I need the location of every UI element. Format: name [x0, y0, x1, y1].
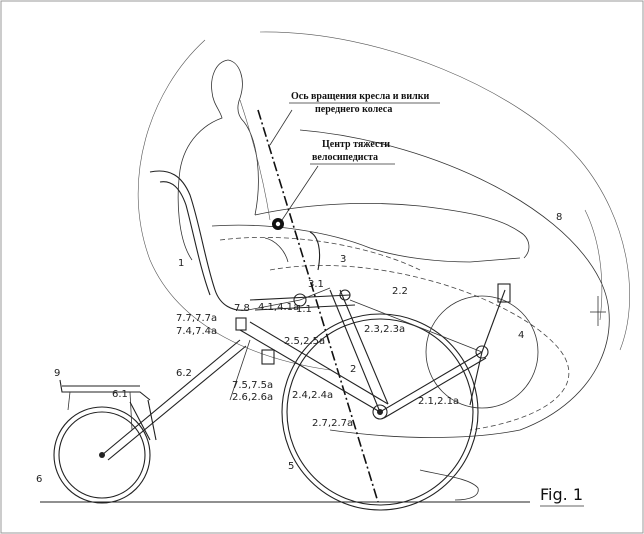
motion-arcs: [137, 31, 630, 438]
chainring: [425, 283, 539, 409]
label-seat-bracket: 1.1: [296, 304, 312, 315]
label-small-wheel-6: 6: [36, 474, 42, 485]
label-link-7-7: 7.7,7.7a: [176, 313, 217, 324]
crosshair-mark: [590, 296, 606, 326]
label-boom-6-1: 6.1: [112, 389, 128, 400]
ground-shadow: [419, 469, 479, 501]
front-rack: [59, 379, 157, 441]
label-boom-6-2: 6.2: [176, 368, 192, 379]
label-front-fork-5: 5: [288, 461, 294, 472]
label-frame-2-6: 2.6,2.6a: [232, 392, 273, 403]
label-seat: 1: [178, 258, 184, 269]
center-of-gravity-caption-line1: Центр тяжести: [322, 139, 390, 150]
label-frame-3: 3: [340, 254, 346, 265]
center-of-gravity-caption-line2: велосипедиста: [312, 152, 378, 163]
seat: [149, 170, 331, 311]
rider-outline: [177, 59, 530, 263]
figure-label: Fig. 1: [540, 485, 583, 504]
label-chainring-4: 4: [518, 330, 524, 341]
label-frame-2-4: 2.4,2.4a: [292, 390, 333, 401]
label-frame-2: 2: [350, 364, 356, 375]
label-frame-2-7: 2.7,2.7a: [312, 418, 353, 429]
label-frame-2-2: 2.2: [392, 286, 408, 297]
label-frame-2-5: 2.5,2.5a: [284, 336, 325, 347]
rotation-axis-caption-line2: переднего колеса: [315, 104, 392, 115]
label-frame-3-1: 3.1: [308, 279, 324, 290]
label-arc-mark-8: 8: [556, 212, 562, 223]
label-link-7-8: 7.8: [234, 303, 250, 314]
label-link-4-1: 4.1,4.1a: [258, 302, 299, 313]
label-frame-2-3: 2.3,2.3a: [364, 324, 405, 335]
rotation-axis-line: [257, 109, 379, 503]
rotation-axis-caption-line1: Ось вращения кресла и вилки: [291, 91, 430, 102]
label-rack-9: 9: [54, 368, 60, 379]
label-frame-2-1: 2.1,2.1a: [418, 396, 459, 407]
label-link-7-5: 7.5,7.5a: [232, 380, 273, 391]
frame: [101, 289, 487, 461]
label-link-7-4: 7.4,7.4a: [176, 326, 217, 337]
center-of-gravity-marker: [272, 165, 319, 230]
